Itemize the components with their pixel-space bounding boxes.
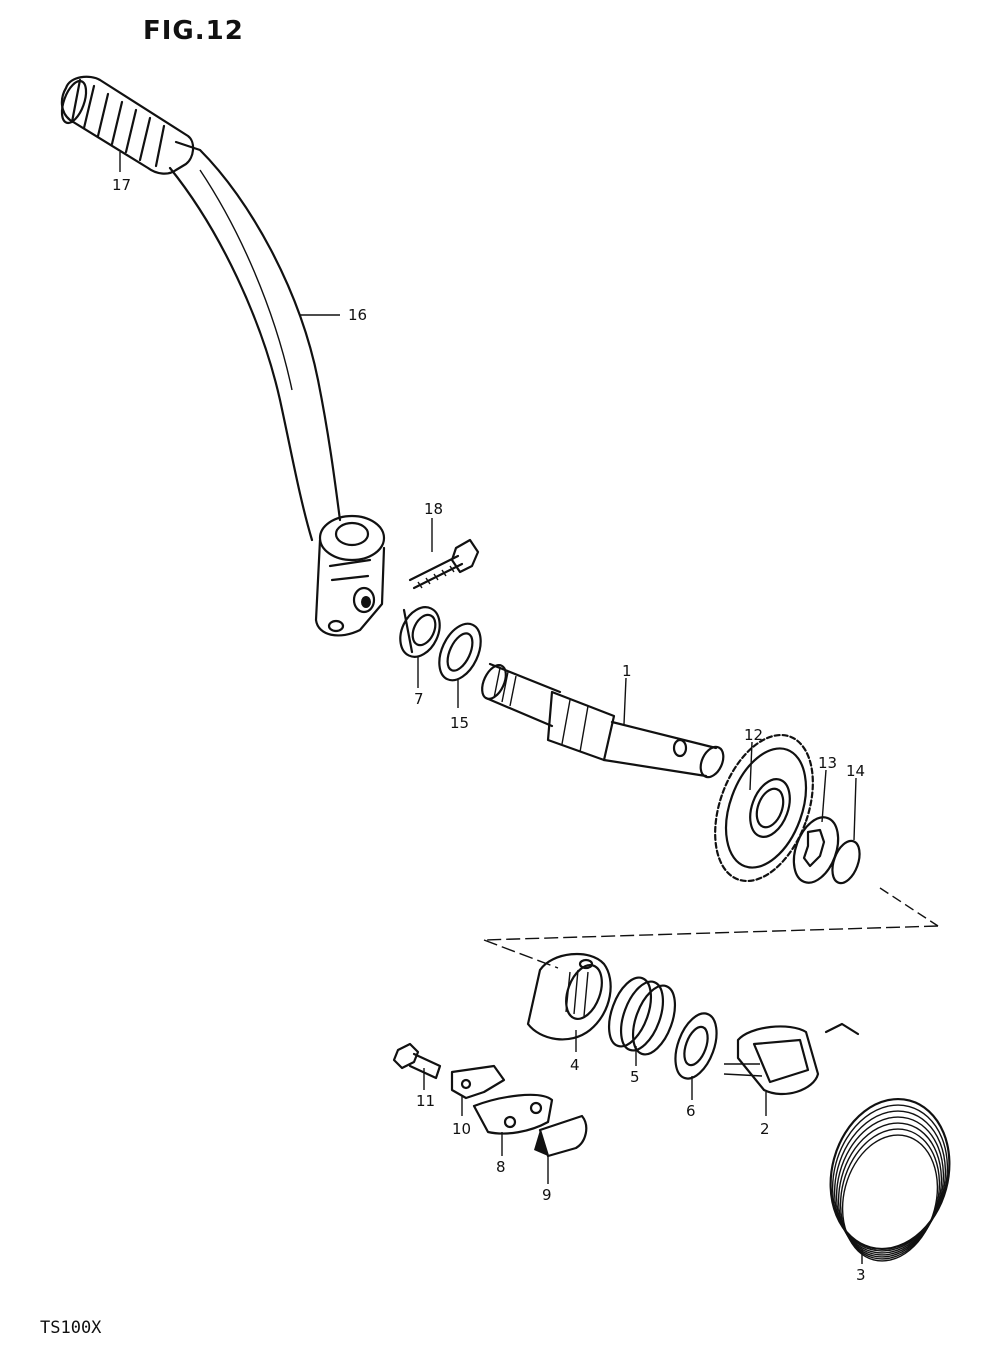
part-17-kick-grip	[60, 75, 195, 175]
label-16: 16	[348, 306, 367, 324]
part-15-washer	[438, 622, 482, 682]
model-code: TS100X	[40, 1318, 102, 1338]
part-7-oil-seal	[399, 606, 441, 658]
part-2-spring-guide	[723, 1025, 820, 1095]
part-9-pawl	[534, 1114, 588, 1158]
label-5: 5	[630, 1068, 640, 1086]
label-14: 14	[846, 762, 865, 780]
label-17: 17	[112, 176, 131, 194]
leader-lines	[119, 152, 863, 1264]
label-8: 8	[496, 1158, 506, 1176]
part-3-return-spring	[824, 1022, 951, 1262]
part-10-lock-plate	[450, 1064, 506, 1100]
part-11-bolt	[392, 1042, 442, 1080]
label-9: 9	[542, 1186, 552, 1204]
label-4: 4	[570, 1056, 580, 1074]
figure-title: FIG.12	[143, 16, 244, 46]
part-1-kick-shaft	[481, 662, 725, 779]
part-6-washer	[674, 1012, 718, 1080]
part-18-bolt	[408, 538, 480, 590]
label-7: 7	[414, 690, 424, 708]
assembly-guide-lines	[483, 887, 939, 969]
label-12: 12	[744, 726, 763, 744]
part-12-idle-gear	[714, 733, 814, 883]
part-4-starter-guide	[526, 952, 612, 1041]
part-5-spring	[607, 976, 677, 1056]
label-10: 10	[452, 1120, 471, 1138]
part-number-labels: 17 16 18 7 15 1 12 13 14 4 5 6 2 3 11 10…	[112, 176, 866, 1284]
label-13: 13	[818, 754, 837, 772]
part-13-spline-washer	[792, 816, 840, 884]
label-18: 18	[424, 500, 443, 518]
label-6: 6	[686, 1102, 696, 1120]
part-14-circlip	[831, 839, 861, 885]
part-16-kick-lever	[168, 140, 386, 637]
label-1: 1	[622, 662, 632, 680]
label-15: 15	[450, 714, 469, 732]
label-2: 2	[760, 1120, 770, 1138]
part-8-pawl-plate	[472, 1093, 554, 1135]
label-3: 3	[856, 1266, 866, 1284]
label-11: 11	[416, 1092, 435, 1110]
